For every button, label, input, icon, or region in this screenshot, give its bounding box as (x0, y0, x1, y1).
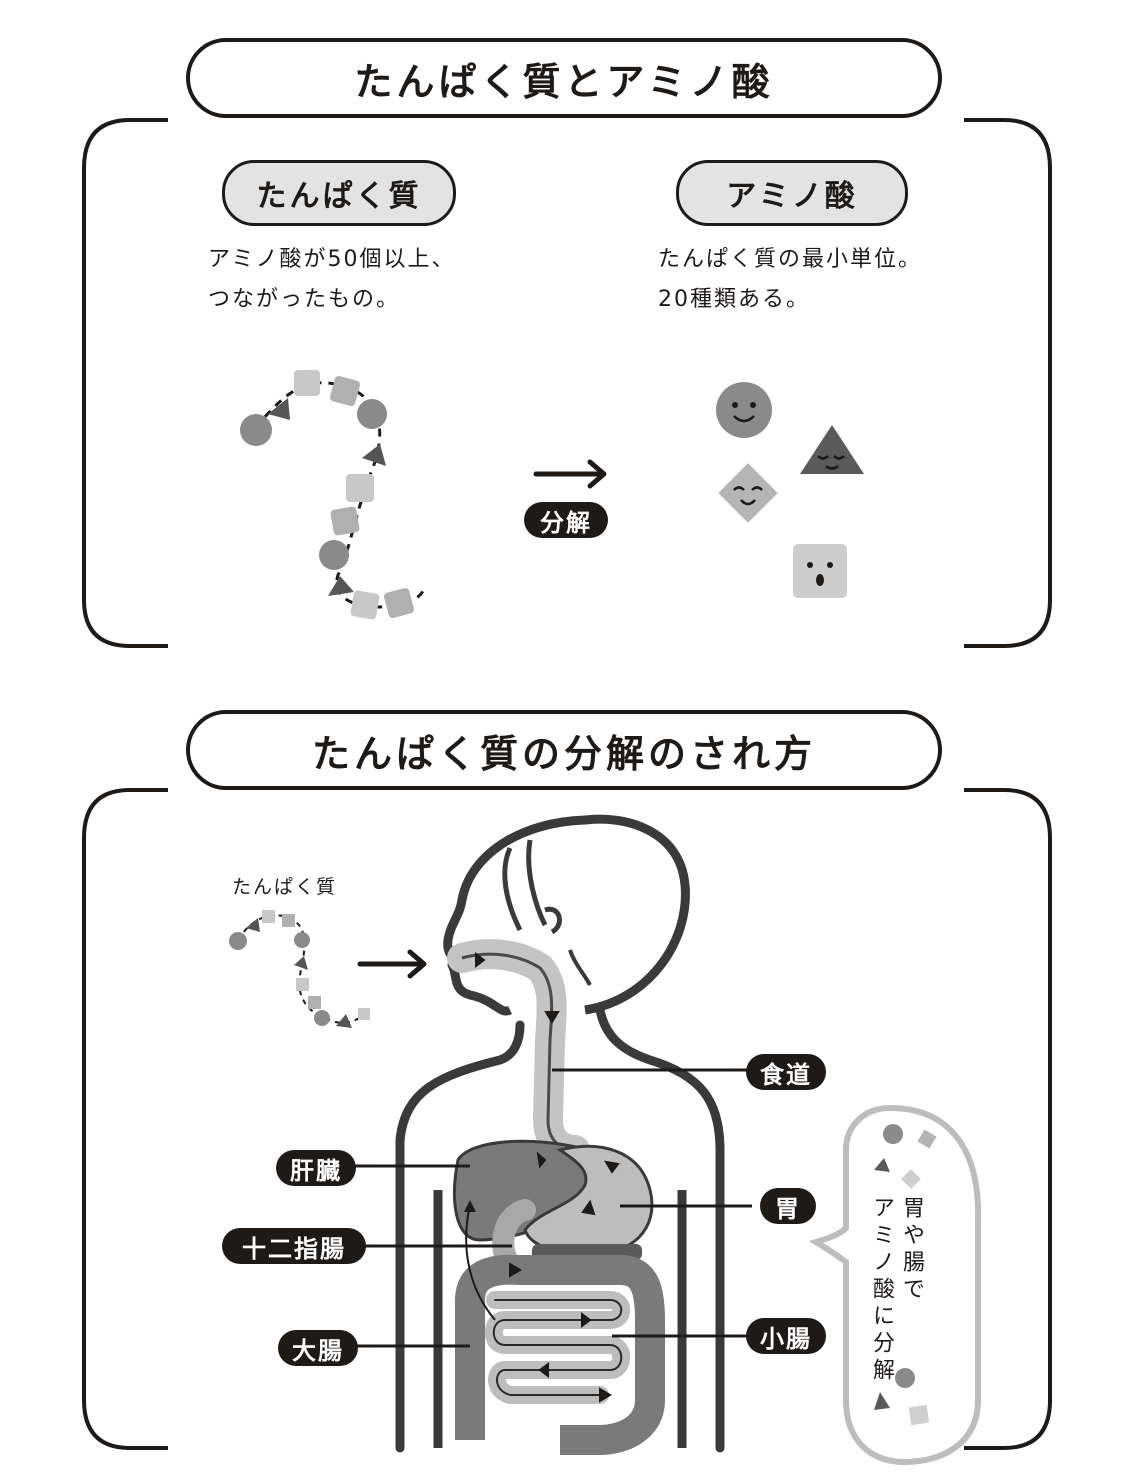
large-intestine-label: 大腸 (278, 1330, 358, 1366)
bubble-line-1: 胃や腸で (899, 1196, 924, 1304)
bubble-line-2: アミノ酸に分解 (869, 1196, 894, 1385)
esophagus-label: 食道 (746, 1054, 826, 1090)
duodenum-label: 十二指腸 (222, 1228, 366, 1264)
amino-acid-tag: アミノ酸 (676, 160, 908, 226)
triangle-face-icon (800, 425, 864, 474)
small-intestine-label: 小腸 (746, 1318, 826, 1354)
amino-desc-line-1: たんぱく質の最小単位。 (658, 247, 923, 272)
stomach-label: 胃 (760, 1188, 816, 1224)
protein-desc-line-2: つながったもの。 (208, 287, 401, 312)
amino-desc-line-2: 20種類ある。 (658, 287, 810, 312)
decompose-label: 分解 (524, 502, 608, 538)
section2-title: たんぱく質の分解のされ方 (186, 710, 942, 790)
ingest-arrow-icon (357, 949, 427, 979)
liver-label: 肝臓 (276, 1150, 356, 1186)
protein-tag: たんぱく質 (222, 160, 456, 226)
section1-title: たんぱく質とアミノ酸 (186, 38, 942, 118)
protein-desc-line-1: アミノ酸が50個以上、 (208, 247, 456, 272)
protein-description: アミノ酸が50個以上、 つながったもの。 (208, 240, 456, 320)
diamond-face-icon (718, 463, 778, 523)
decompose-arrow-icon (533, 459, 607, 489)
circle-face-icon (716, 382, 772, 438)
square-face-icon (793, 544, 847, 598)
amino-acid-description: たんぱく質の最小単位。 20種類ある。 (658, 240, 922, 320)
bubble-text: 胃や腸で アミノ酸に分解 (866, 1196, 926, 1385)
protein-caption: たんぱく質 (232, 876, 338, 898)
